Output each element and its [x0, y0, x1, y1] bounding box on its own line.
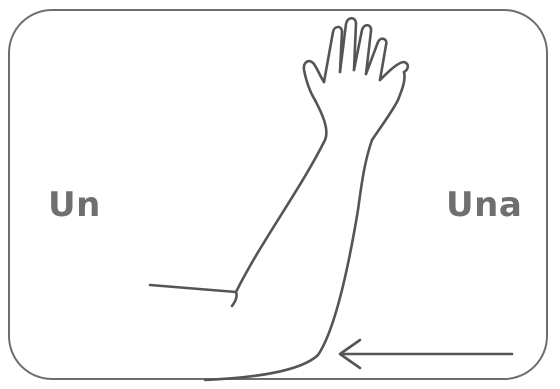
raised-arm-icon — [150, 18, 408, 380]
left-arrow-icon — [340, 340, 512, 368]
